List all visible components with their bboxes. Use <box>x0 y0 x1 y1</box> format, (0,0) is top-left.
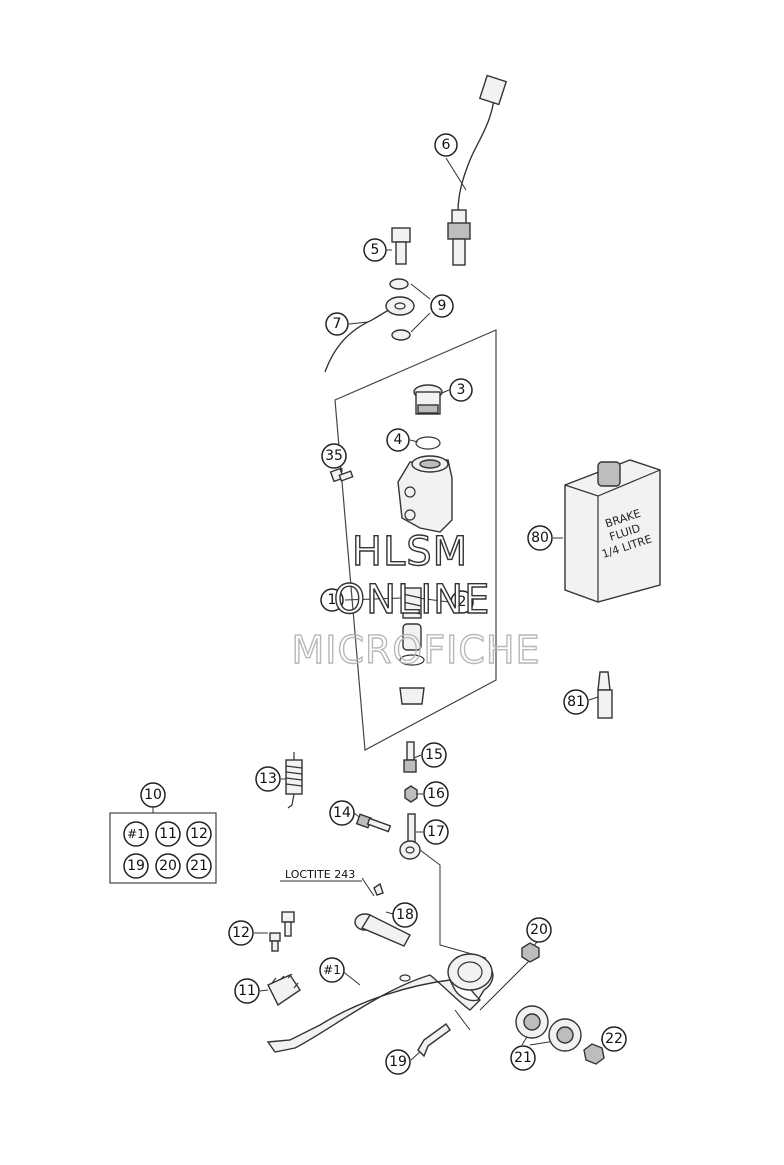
watermark-line3: MICROFICHE <box>291 628 540 672</box>
callout-10: 10 <box>140 782 166 808</box>
svg-text:9: 9 <box>438 298 447 314</box>
master-cylinder-body <box>397 455 453 533</box>
svg-text:15: 15 <box>425 747 443 763</box>
piston-spring <box>399 587 425 705</box>
kit-panel <box>109 812 217 884</box>
hex-nut <box>404 785 418 803</box>
bearing-nut <box>583 1043 605 1065</box>
brake-pedal-lever <box>266 953 494 1053</box>
callout-9: 9 <box>430 294 454 318</box>
svg-text:19: 19 <box>389 1054 407 1070</box>
svg-text:35: 35 <box>325 448 343 464</box>
callout-35: 35 <box>321 443 347 469</box>
callout-21: 21 <box>510 1045 536 1071</box>
svg-text:22: 22 <box>605 1031 623 1047</box>
clevis-eye <box>399 813 421 860</box>
svg-text:5: 5 <box>371 242 380 258</box>
callout-lever-1: #1 <box>319 957 345 983</box>
callout-12: 12 <box>228 920 254 946</box>
brake-hose <box>324 296 415 373</box>
watermark-line1: HLSM <box>352 529 468 575</box>
callout-15: 15 <box>421 742 447 768</box>
pedal-step <box>267 973 301 1007</box>
callout-20: 20 <box>526 917 552 943</box>
callout-16: 16 <box>423 781 449 807</box>
sealing-washer-top <box>389 278 409 290</box>
return-spring <box>285 752 303 809</box>
callout-2: 2 <box>450 590 474 614</box>
callout-7: 7 <box>325 312 349 336</box>
leader-lines <box>152 157 606 1061</box>
brake-light-switch <box>447 74 508 266</box>
callout-80: 80 <box>527 525 553 551</box>
stepper-bolts <box>269 911 295 952</box>
svg-text:13: 13 <box>259 771 277 787</box>
pivot-bolt <box>354 882 411 947</box>
kit-callout-19: 19 <box>123 853 149 879</box>
kit-callout-11: 11 <box>155 821 181 847</box>
svg-text:18: 18 <box>396 907 414 923</box>
svg-text:#1: #1 <box>323 963 341 977</box>
svg-text:#1: #1 <box>127 827 145 841</box>
svg-text:1: 1 <box>328 592 337 608</box>
brake-fluid-bottle <box>564 459 661 603</box>
svg-text:21: 21 <box>514 1050 532 1066</box>
o-ring <box>415 436 441 450</box>
callout-4: 4 <box>386 428 410 452</box>
svg-text:17: 17 <box>427 824 445 840</box>
reservoir-connector <box>413 384 443 415</box>
svg-text:19: 19 <box>127 858 145 874</box>
svg-text:21: 21 <box>190 858 208 874</box>
kit-callout-12: 12 <box>186 821 212 847</box>
master-cylinder-panel <box>334 329 497 751</box>
svg-text:12: 12 <box>190 826 208 842</box>
svg-text:11: 11 <box>238 983 256 999</box>
svg-text:2: 2 <box>458 594 467 610</box>
callout-5: 5 <box>363 238 387 262</box>
kit-callout-20: 20 <box>155 853 181 879</box>
svg-text:3: 3 <box>457 382 466 398</box>
loctite-label: LOCTITE 243 <box>285 868 355 881</box>
svg-text:80: 80 <box>531 530 549 546</box>
svg-text:10: 10 <box>144 787 162 803</box>
callout-6: 6 <box>434 133 458 157</box>
svg-text:81: 81 <box>567 694 585 710</box>
callout-11: 11 <box>234 978 260 1004</box>
sealing-washer-bottom <box>391 329 411 341</box>
lever-bolt <box>417 1023 451 1058</box>
callout-3: 3 <box>449 378 473 402</box>
pivot-nut <box>521 942 540 963</box>
small-tube <box>597 671 613 719</box>
svg-text:12: 12 <box>232 925 250 941</box>
clevis-bolt <box>355 813 392 833</box>
svg-text:20: 20 <box>530 922 548 938</box>
banjo-bolt <box>391 227 411 265</box>
svg-text:20: 20 <box>159 858 177 874</box>
svg-text:4: 4 <box>394 432 403 448</box>
callout-18: 18 <box>392 902 418 928</box>
callout-13: 13 <box>255 766 281 792</box>
callout-14: 14 <box>329 800 355 826</box>
callout-22: 22 <box>601 1026 627 1052</box>
pushrod-adjuster <box>403 741 417 773</box>
svg-text:7: 7 <box>333 316 342 332</box>
callout-1: 1 <box>320 588 344 612</box>
callout-17: 17 <box>423 819 449 845</box>
watermark-line2: ONLINE <box>334 577 491 623</box>
callout-81: 81 <box>563 689 589 715</box>
svg-text:16: 16 <box>427 786 445 802</box>
svg-text:11: 11 <box>159 826 177 842</box>
kit-callout-21: 21 <box>186 853 212 879</box>
svg-text:6: 6 <box>442 137 451 153</box>
small-screw <box>329 467 354 483</box>
kit-callout-1: #1 <box>123 821 149 847</box>
svg-text:14: 14 <box>333 805 351 821</box>
bearings <box>515 1005 582 1052</box>
callout-19: 19 <box>385 1049 411 1075</box>
